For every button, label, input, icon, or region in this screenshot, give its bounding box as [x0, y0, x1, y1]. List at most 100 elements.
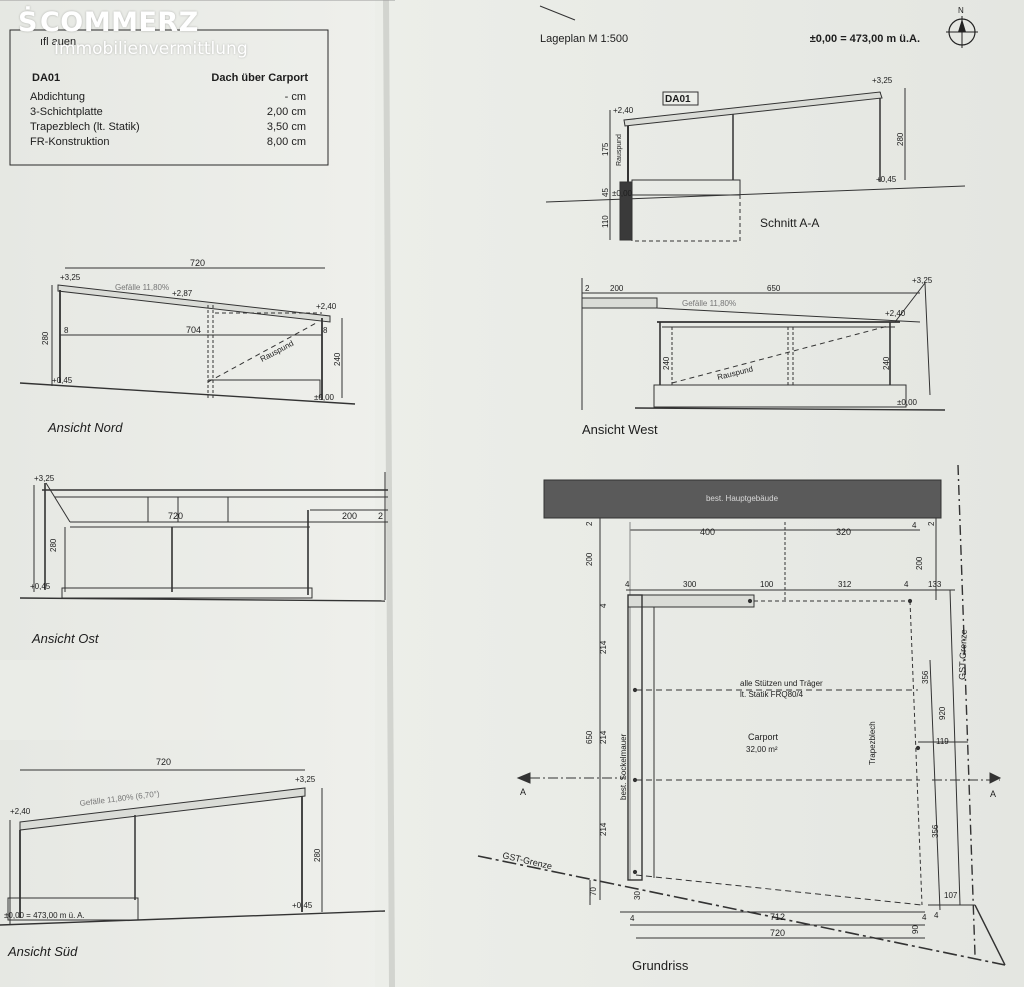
dim-110: 110	[601, 215, 610, 228]
west-level-000: ±0,00	[897, 398, 918, 407]
nord-dim-280: 280	[41, 331, 50, 345]
sued-dim-280: 280	[313, 848, 322, 862]
section-a-a: DA01 Schnitt A-A +2,40 +3,25 +0,45 ±0,00…	[545, 76, 966, 242]
gst-top-label: GST-Grenze	[957, 629, 969, 680]
level-240: +2,40	[613, 106, 634, 115]
west-dim-650: 650	[767, 284, 781, 293]
dim-320: 320	[836, 527, 851, 537]
dim-top-2l: 2	[585, 521, 594, 526]
dim-top-2r: 2	[927, 521, 936, 526]
dim-30: 30	[633, 891, 642, 900]
sued-title: Ansicht Süd	[7, 944, 78, 959]
building-label: best. Hauptgebäude	[706, 494, 779, 503]
ost-dim-200: 200	[342, 511, 357, 521]
grundriss-title: Grundriss	[632, 958, 689, 973]
dim-mid-4a: 4	[625, 580, 630, 589]
dim-400: 400	[700, 527, 715, 537]
floor-plan: best. Hauptgebäude	[477, 464, 1006, 973]
dim-mid-4b: 4	[904, 580, 909, 589]
layer-value-2: 2,00 cm	[267, 106, 306, 118]
brand-logo: ṠCOMMERZ Immobilienvermittlung	[18, 8, 248, 59]
dim-top-200l: 200	[585, 552, 594, 566]
ost-level-045: +0,45	[30, 582, 51, 591]
dim-119: 119	[936, 737, 949, 746]
stuetzen-label-1: alle Stützen und Träger	[740, 679, 823, 688]
dim-214b: 214	[599, 730, 608, 744]
existing-building	[543, 479, 942, 519]
dim-356b: 356	[931, 824, 940, 838]
dim-left-4: 4	[599, 603, 608, 608]
nord-width: 720	[190, 258, 205, 268]
layer-value-4: 8,00 cm	[267, 136, 306, 148]
layer-label-3: Trapezblech (lt. Statik)	[30, 121, 140, 133]
layer-label-4: FR-Konstruktion	[30, 136, 109, 148]
nord-slope: Gefälle 11,80%	[115, 283, 169, 292]
dim-top-4: 4	[912, 521, 917, 530]
elevation-reference: ±0,00 = 473,00 m ü.A.	[810, 33, 920, 45]
ost-level-325: +3,25	[34, 474, 55, 483]
west-slope: Gefälle 11,80%	[682, 299, 736, 308]
dim-650: 650	[585, 730, 594, 744]
section-rauspund: Rauspund	[616, 134, 623, 166]
layer-value-1: - cm	[285, 91, 306, 103]
dim-214c: 214	[599, 822, 608, 836]
level-325: +3,25	[872, 76, 893, 85]
dim-90: 90	[911, 925, 920, 934]
dim-top-200r: 200	[915, 556, 924, 570]
elevation-east: 720 200 2 280 +3,25 +0,45 Ansicht Ost	[19, 472, 388, 646]
ost-dim-2: 2	[378, 511, 383, 521]
north-label: N	[958, 6, 964, 15]
nord-dim-8a: 8	[64, 326, 69, 335]
dim-100: 100	[760, 580, 774, 589]
brand-name-text: COMMERZ	[39, 7, 199, 38]
west-dim-2: 2	[585, 284, 590, 293]
dim-720: 720	[770, 928, 785, 938]
nord-inner: 704	[186, 325, 201, 335]
level-000: ±0,00	[612, 189, 633, 198]
roof-legend: ıfl auen DA01 Dach über Carport Abdichtu…	[9, 29, 329, 166]
stuetzen-label-2: lt. Statik FRQ80/4	[740, 690, 804, 699]
west-level-240: +2,40	[885, 309, 906, 318]
sued-dim-720: 720	[156, 757, 171, 767]
nord-level-000: ±0,00	[314, 393, 335, 402]
sued-level-000: ±0,00 = 473,00 m ü. A.	[4, 911, 85, 920]
layer-value-3: 3,50 cm	[267, 121, 306, 133]
layer-label-2: 3-Schichtplatte	[30, 106, 103, 118]
sockel-label: best. Sockelmauer	[619, 733, 628, 800]
trapez-label: Trapezblech	[868, 721, 877, 765]
dim-133: 133	[928, 580, 942, 589]
west-dim-240a: 240	[662, 356, 671, 370]
nord-level-287: +2,87	[172, 289, 193, 298]
nord-level-325: +3,25	[60, 273, 81, 282]
brand-name: ṠCOMMERZ	[18, 8, 248, 38]
legend-title-fragment: ıfl auen	[40, 36, 76, 48]
ost-dim-280: 280	[49, 538, 58, 552]
dim-175: 175	[601, 142, 610, 156]
dim-214a: 214	[599, 640, 608, 654]
section-marker-left: A	[520, 787, 526, 797]
sued-level-045: +0,45	[292, 901, 313, 910]
section-marker-right: A	[990, 789, 996, 799]
sued-level-325: +3,25	[295, 775, 316, 784]
section-title: Schnitt A-A	[760, 216, 819, 230]
dim-70: 70	[589, 887, 598, 896]
west-dim-240b: 240	[882, 356, 891, 370]
dim-45: 45	[601, 188, 610, 197]
ost-title: Ansicht Ost	[31, 631, 100, 646]
nord-dim-240: 240	[333, 352, 342, 366]
layer-label-1: Abdichtung	[30, 91, 85, 103]
level-045: +0,45	[876, 175, 897, 184]
brand-subtitle: Immobilienvermittlung	[54, 39, 248, 59]
nord-level-240: +2,40	[316, 302, 337, 311]
nord-level-045: +0,45	[52, 376, 73, 385]
dim-280: 280	[896, 132, 905, 146]
dim-312: 312	[838, 580, 852, 589]
north-arrow-icon: N	[946, 6, 978, 48]
dim-bottom-4r2: 4	[934, 911, 939, 920]
carport-label: Carport	[748, 732, 779, 742]
nord-title: Ansicht Nord	[47, 420, 123, 435]
ost-dim-720: 720	[168, 511, 183, 521]
sparkasse-s-icon: Ṡ	[18, 7, 38, 38]
carport-area: 32,00 m²	[746, 745, 778, 754]
